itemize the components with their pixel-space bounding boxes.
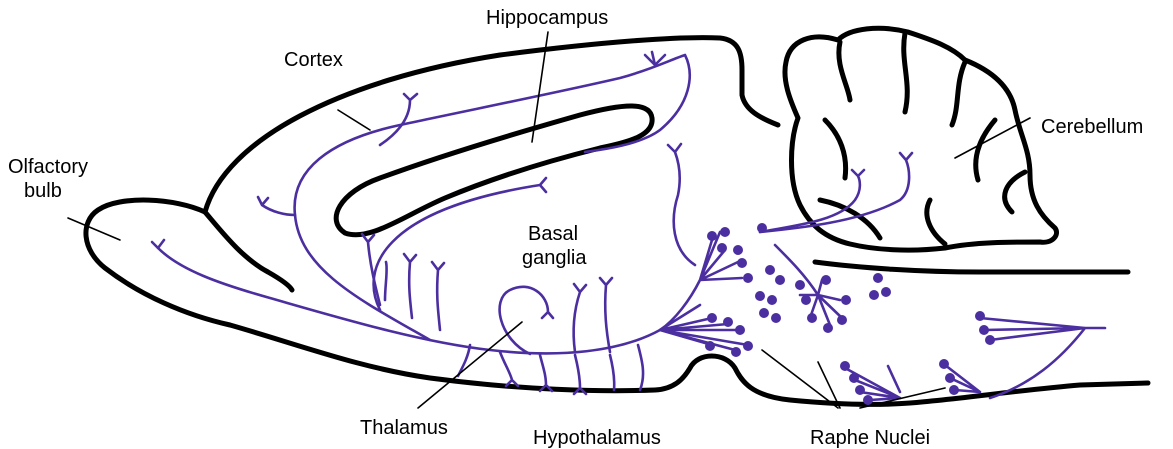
olfactory-notch — [205, 212, 292, 290]
brainstem-dorsal-line — [815, 262, 1128, 272]
raphe-cell — [737, 258, 747, 268]
raphe-cell — [720, 227, 730, 237]
raphe-cell — [743, 341, 753, 351]
raphe-cell — [840, 361, 850, 371]
raphe-cell — [795, 280, 805, 290]
raphe-cell — [801, 295, 811, 305]
fiber-hypo-5 — [638, 345, 643, 390]
fiber-dorsal-raphe-ascending — [668, 144, 695, 265]
ventral-outline — [86, 200, 1148, 404]
raphe-cell — [849, 373, 859, 383]
label-hippocampus: Hippocampus — [486, 7, 608, 29]
raphe-cell — [985, 335, 995, 345]
label-raphe-nuclei: Raphe Nuclei — [810, 427, 930, 449]
fiber-hypo-6 — [458, 345, 470, 376]
raphe-cell — [743, 273, 753, 283]
fiber-cortex-branch — [380, 94, 417, 145]
raphe-cluster-fibers-1 — [660, 232, 742, 330]
raphe-cell — [869, 290, 879, 300]
olfactory-bulb-leader — [68, 218, 120, 240]
raphe-cell — [755, 291, 765, 301]
raphe-cell — [707, 313, 717, 323]
cortex-leader — [338, 110, 370, 130]
raphe-cell — [765, 265, 775, 275]
fiber-striatal-1 — [362, 234, 380, 305]
raphe-cell — [705, 341, 715, 351]
raphe-cell — [821, 275, 831, 285]
raphe-cell — [735, 325, 745, 335]
label-thalamus: Thalamus — [360, 417, 448, 439]
raphe-cell — [939, 359, 949, 369]
fiber-thalamus-2 — [574, 284, 586, 352]
hippocampus-outline — [336, 106, 652, 235]
fiber-to-cerebellum — [760, 170, 864, 232]
raphe-cell — [945, 373, 955, 383]
raphe-cell — [855, 385, 865, 395]
raphe-cell — [979, 325, 989, 335]
raphe-cell — [723, 317, 733, 327]
fiber-hypo-1 — [500, 352, 518, 386]
raphe-cell — [841, 295, 851, 305]
raphe-cell — [881, 287, 891, 297]
labels: Hippocampus Cortex Cerebellum Olfactory … — [8, 7, 1143, 449]
raphe-cell — [775, 275, 785, 285]
raphe-cell — [837, 315, 847, 325]
fiber-thalamus-loop — [500, 287, 553, 354]
fiber-thalamus-3 — [600, 278, 612, 352]
fiber-inner-branch — [374, 178, 546, 310]
raphe-cell — [759, 308, 769, 318]
raphe-cell-bodies — [705, 223, 995, 405]
medullary-raphe-fibers — [845, 365, 980, 400]
raphe-cell — [949, 385, 959, 395]
raphe-cluster-fibers-3 — [775, 245, 842, 325]
fiber-striatal-2 — [404, 254, 416, 318]
raphe-cell — [717, 243, 727, 253]
raphe-cell — [767, 295, 777, 305]
label-olfactory-line1: Olfactory — [8, 156, 88, 178]
brain-outline — [86, 28, 1148, 404]
raphe-cell — [757, 223, 767, 233]
fiber-sector-branch — [258, 197, 295, 215]
fiber-hypo-2 — [540, 355, 552, 391]
fiber-striatal-4 — [385, 262, 387, 300]
raphe-cell — [771, 313, 781, 323]
raphe-cluster-fibers-2 — [660, 305, 748, 350]
cerebellum-outline — [785, 28, 1057, 250]
fiber-olfactory-tip — [152, 240, 164, 248]
fiber-striatal-3 — [432, 262, 444, 330]
raphe-cell — [823, 323, 833, 333]
raphe-cell — [707, 231, 717, 241]
fiber-to-cerebellum-2 — [760, 153, 912, 232]
label-basal-line1: Basal — [528, 223, 578, 245]
raphe-cell — [873, 273, 883, 283]
label-hypothalamus: Hypothalamus — [533, 427, 661, 449]
dorsal-cortex-fiber — [295, 55, 690, 340]
fiber-hypo-4 — [610, 355, 614, 390]
raphe-cell — [975, 311, 985, 321]
cerebellum-folia — [820, 33, 1025, 244]
label-cerebellum: Cerebellum — [1041, 116, 1143, 138]
label-olfactory-line2: bulb — [24, 180, 62, 202]
raphe-cell — [733, 245, 743, 255]
raphe-cell — [863, 395, 873, 405]
label-basal-line2: ganglia — [522, 247, 587, 269]
raphe-cell — [731, 347, 741, 357]
label-cortex: Cortex — [284, 49, 343, 71]
raphe-cell — [807, 313, 817, 323]
